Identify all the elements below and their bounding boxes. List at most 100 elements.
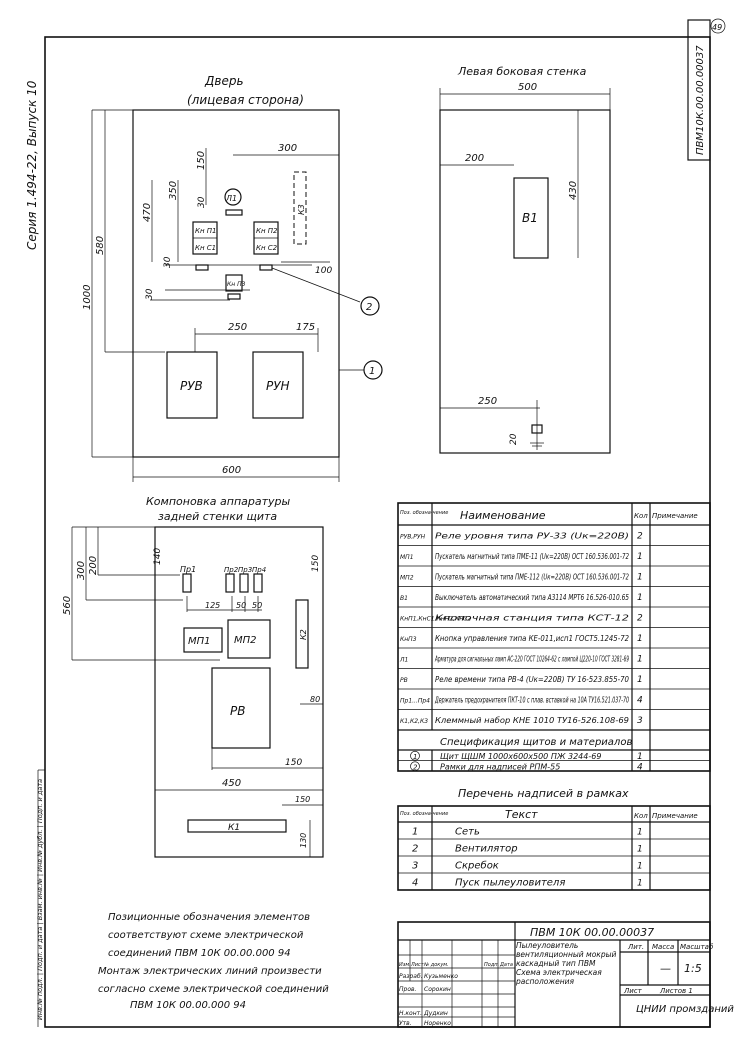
material-num-circle — [410, 750, 420, 761]
spec-row-pos: РУВ,РУН — [400, 533, 426, 540]
spec-row-name: Пускатель магнитный типа ПМЕ-11 (Uк=220В… — [435, 552, 629, 561]
dim-20: 20 — [509, 433, 519, 445]
terminal-k2 — [295, 599, 309, 669]
dim-200-bw: 200 — [88, 556, 99, 575]
spec-row-name: Арматура для сигнальных ламп АС-220 ГОСТ… — [434, 654, 629, 663]
insc-header-pos: Поз. обозна-чение — [400, 811, 448, 817]
inscriptions-title: Перечень надписей в рамках — [458, 787, 629, 800]
tb-scale-header: Масштаб — [680, 943, 714, 951]
dim-50a: 50 — [236, 601, 246, 610]
lamp-l1 — [224, 188, 242, 206]
dim-250-lw: 250 — [478, 396, 497, 407]
dim-100: 100 — [315, 266, 332, 276]
spec-row-name: Выключатель автоматический типа А3114 МР… — [435, 593, 629, 602]
dim-250: 250 — [228, 322, 247, 333]
material-row-name: Щит ЩШМ 1000х600х500 ПЖ 3244-69 — [440, 752, 601, 761]
spec-row-name: Держатель предохранителя ПКТ-10 с плав. … — [434, 695, 629, 704]
series-label: Серия 1.494-22, Выпуск 10 — [25, 80, 39, 250]
spec-row-pos: В1 — [400, 595, 408, 602]
tb-lit-header: Лит. — [627, 943, 644, 951]
svg-text:Изм.: Изм. — [399, 962, 411, 968]
note-line-5: согласно схеме электрической соединений — [98, 984, 329, 995]
note-line-1: Позиционные обозначения элементов — [108, 911, 310, 923]
dim-150b: 150 — [285, 758, 302, 768]
dim-30c: 30 — [145, 288, 155, 300]
material-row-qty: 1 — [637, 752, 643, 762]
material-row-qty: 4 — [637, 762, 643, 772]
material-row-name: Рамки для надписей РПМ-55 — [440, 762, 560, 771]
inscription-row-num: 4 — [412, 878, 418, 889]
tb-sheet: Лист — [623, 987, 643, 995]
tb-sheets: Листов 1 — [659, 987, 693, 995]
svg-text:Утв.: Утв. — [399, 1020, 412, 1027]
spec-row-qty: 1 — [637, 654, 643, 664]
spec-row-pos: КнП1,КнС1,КнП2,КнС2 — [400, 615, 471, 622]
left-wall-title: Левая боковая стенка — [457, 65, 587, 78]
page-mark: 49 — [712, 23, 722, 32]
relay-pb — [211, 667, 271, 749]
fuse-pr3 — [239, 573, 249, 593]
svg-text:Л1: Л1 — [225, 194, 237, 203]
spec-row-name: Кнопочная станция типа КСТ-12 — [435, 613, 629, 622]
relay-run — [252, 351, 304, 419]
page-mark-circle — [710, 18, 726, 34]
inscription-row-qty: 1 — [637, 845, 643, 855]
spec-header-pos: Поз. обозна-чение — [400, 510, 448, 516]
svg-text:К1: К1 — [228, 823, 240, 833]
spec-row-pos: Пр1...Пр4 — [400, 697, 430, 704]
inv-strip-label: Инв.№ подл. | Подп. и дата | Взам. инв.№… — [36, 779, 44, 1020]
fuse-pr4 — [253, 573, 263, 593]
inscription-row-text: Вентилятор — [455, 844, 518, 855]
fuse-pr1 — [182, 573, 192, 593]
svg-text:К3: К3 — [297, 204, 306, 215]
spec-row-qty: 1 — [637, 552, 643, 562]
spec-row-pos: КнП3 — [400, 636, 417, 643]
spec-row-pos: МП1 — [400, 554, 414, 561]
spec-row-name: Клеммный набор КНЕ 1010 ТУ16-526.108-69 — [435, 716, 629, 725]
spec-header-name: Наименование — [460, 509, 546, 522]
svg-text:Дата: Дата — [499, 962, 513, 968]
doc-code-rotated: ПВМ10К.00.00.00037 — [695, 45, 706, 155]
left-wall-view: Левая боковая стенка 500 200 В1 430 250 … — [439, 65, 611, 454]
svg-text:Пров.: Пров. — [399, 986, 417, 993]
note-line-3: соединений ПВМ 10К 00.00.000 94 — [108, 948, 291, 959]
tb-scale: 1:5 — [684, 962, 702, 975]
spec-row-qty: 3 — [637, 716, 643, 726]
fuse-pr2 — [225, 573, 235, 593]
breaker-b1 — [513, 177, 549, 259]
title-block: ПВМ 10К 00.00.00037 Лит. Масса Масштаб —… — [397, 921, 734, 1028]
tb-description: Пылеуловитель вентиляционный мокрый каск… — [516, 941, 617, 986]
svg-text:Сорокин: Сорокин — [424, 986, 451, 993]
insc-header-qty: Кол — [634, 812, 648, 820]
svg-text:Кузьменко: Кузьменко — [424, 973, 458, 980]
spec-row-qty: 1 — [637, 675, 643, 685]
relay-ruv — [166, 351, 218, 419]
svg-text:Кн П2: Кн П2 — [256, 227, 278, 235]
dim-150a: 150 — [311, 555, 321, 572]
spec-row-name: Реле времени типа РВ-4 (Uк=220В) ТУ 16-5… — [435, 675, 629, 684]
svg-text:Пр3: Пр3 — [238, 566, 252, 574]
svg-text:К2: К2 — [299, 629, 308, 640]
dim-50b: 50 — [252, 601, 262, 610]
dim-175: 175 — [296, 322, 315, 333]
note-line-4: Монтаж электрических линий произвести — [98, 966, 322, 977]
dim-300: 300 — [278, 143, 297, 154]
svg-text:Подп.: Подп. — [484, 962, 499, 968]
dim-350: 350 — [168, 181, 179, 200]
inscription-row-qty: 1 — [637, 862, 643, 872]
svg-text:Кн С1: Кн С1 — [195, 244, 216, 252]
doc-code-box — [687, 19, 711, 161]
spec-row-pos: МП2 — [400, 574, 414, 581]
starter-mp1 — [183, 627, 223, 653]
dim-580: 580 — [95, 236, 106, 255]
material-num-circle — [410, 761, 420, 772]
svg-text:2: 2 — [366, 302, 372, 313]
svg-text:РУН: РУН — [266, 379, 290, 393]
svg-text:Норенко: Норенко — [424, 1020, 451, 1027]
spec-header-qty: Кол — [634, 512, 648, 520]
svg-text:В1: В1 — [522, 211, 538, 225]
dim-80: 80 — [310, 695, 320, 704]
left-wall-outline — [439, 109, 611, 454]
insc-header-text: Текст — [505, 808, 538, 821]
